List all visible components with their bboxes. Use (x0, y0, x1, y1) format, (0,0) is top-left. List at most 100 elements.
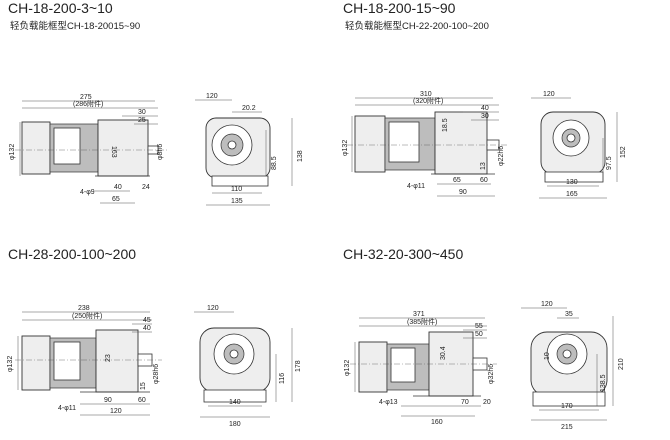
dim-label: 55 (475, 323, 483, 330)
dim-label: 60 (138, 397, 146, 404)
dim-label: 23 (105, 354, 112, 362)
dim-label: 170 (561, 403, 573, 410)
dim-label: 138 (297, 150, 304, 162)
dim-label: 20 (483, 399, 491, 406)
dim-label: 152 (620, 146, 627, 158)
front-view (531, 97, 618, 199)
dim-label: 163 (110, 146, 117, 158)
dim-label: 40 (114, 184, 122, 191)
dim-label: 138.5 (600, 374, 607, 392)
dim-label: 120 (110, 408, 122, 415)
model-subtitle: 轻负载能框型CH-18-20015~90 (10, 21, 141, 32)
dim-label: 135 (231, 198, 243, 205)
shaft-circle (227, 140, 237, 150)
dim-label: 4-φ11 (58, 405, 76, 412)
drawing-panel-2: CH-18-200-15~90 轻负载能框型CH-22-200-100~200 … (335, 0, 670, 220)
dim-label: 70 (461, 399, 469, 406)
dim-label: φ8h6 (157, 144, 164, 160)
technical-drawing: 371 (385附件) 55 50 30.4 φ132 φ32h6 4-φ13 … (344, 301, 625, 431)
model-title: CH-18-200-3~10 (8, 0, 113, 16)
model-title: CH-18-200-15~90 (343, 0, 456, 16)
dim-label: 4-φ13 (379, 399, 398, 406)
dim-label: 116 (279, 373, 286, 384)
foot-front-shape (211, 175, 269, 187)
front-view (521, 307, 614, 421)
fan-cover-shape (354, 115, 386, 173)
side-view (15, 311, 162, 416)
dim-label: φ132 (7, 356, 14, 372)
dim-label: (385附件) (407, 317, 437, 326)
foot-front-shape (203, 389, 267, 403)
terminal-box-shape (390, 347, 416, 383)
dim-label: 45 (143, 317, 151, 324)
drawing-panel-3: CH-28-200-100~200 238 (250附件) 45 40 23 φ… (0, 220, 335, 440)
dim-label: 130 (566, 179, 578, 186)
dim-label: 4-φ9 (80, 189, 95, 196)
side-view (347, 97, 507, 197)
terminal-box-shape (53, 127, 81, 165)
dim-label: 35 (565, 311, 573, 318)
technical-drawing: 238 (250附件) 45 40 23 φ132 φ28h6 15 4-φ11… (7, 305, 302, 428)
dim-label: 30 (481, 113, 489, 120)
dim-label: 4-φ11 (407, 183, 425, 190)
dim-label: 238 (78, 305, 90, 312)
fan-cover-shape (21, 335, 51, 391)
gearbox-shape (95, 329, 139, 393)
dim-label: φ22h6 (498, 146, 505, 166)
fan-cover-shape (21, 121, 51, 175)
dim-label: 120 (207, 305, 219, 312)
shaft-circle (229, 349, 239, 359)
dim-label: 90 (104, 397, 112, 404)
dim-label: φ132 (9, 144, 16, 160)
dim-label: φ132 (344, 360, 351, 376)
dim-label: 88.5 (271, 156, 278, 170)
dim-label: 40 (481, 105, 489, 112)
gearbox-shape (434, 111, 488, 175)
dim-label: 110 (231, 186, 242, 193)
dim-label: 65 (453, 177, 461, 184)
dim-label: 90 (459, 189, 467, 196)
dim-label: 30.4 (440, 346, 447, 360)
dim-label: 60 (480, 177, 488, 184)
dim-label: 15 (140, 382, 147, 390)
model-title: CH-32-20-300~450 (343, 246, 464, 262)
dim-label: 13 (480, 162, 487, 170)
side-view (350, 317, 497, 417)
foot-front-shape (532, 391, 606, 407)
dim-label: 275 (80, 94, 92, 101)
terminal-box-shape (388, 121, 420, 163)
technical-drawing: 310 (320附件) 40 30 18.5 φ132 φ22h6 13 4-φ… (342, 91, 627, 199)
front-view (195, 99, 293, 206)
dim-label: φ32h6 (488, 364, 495, 384)
model-title: CH-28-200-100~200 (8, 246, 137, 262)
dim-label: 120 (541, 301, 553, 308)
dim-label: (286附件) (73, 99, 103, 108)
dim-label: 120 (206, 93, 218, 100)
drawing-panel-4: CH-32-20-300~450 371 (385附件) 55 50 30.4 … (335, 220, 670, 440)
side-view (15, 100, 168, 204)
dim-label: 140 (229, 399, 241, 406)
dim-label: 65 (112, 196, 120, 203)
dim-label: 30 (138, 109, 146, 116)
gearbox-shape (97, 119, 149, 177)
dim-label: 165 (566, 191, 578, 198)
dim-label: 120 (543, 91, 555, 98)
model-subtitle: 轻负载能框型CH-22-200-100~200 (345, 21, 489, 32)
dim-label: 160 (431, 419, 443, 426)
dim-label: (320附件) (413, 96, 443, 105)
fan-cover-shape (358, 341, 388, 393)
shaft-circle (562, 349, 572, 359)
front-view (194, 311, 293, 418)
dim-label: 215 (561, 424, 573, 431)
dim-label: 178 (295, 360, 302, 372)
dim-label: 371 (413, 311, 425, 318)
dim-label: 40 (143, 325, 151, 332)
dim-label: 25 (138, 117, 146, 124)
dim-label: φ132 (342, 140, 349, 156)
dim-label: (250附件) (72, 311, 102, 320)
dim-label: 10 (544, 352, 551, 360)
dim-label: 180 (229, 421, 241, 428)
dim-label: φ28h6 (153, 364, 160, 384)
dim-label: 50 (475, 331, 483, 338)
technical-drawing: 275 (286附件) 30 25 163 φ132 φ8h6 4-φ9 40 … (9, 93, 304, 206)
